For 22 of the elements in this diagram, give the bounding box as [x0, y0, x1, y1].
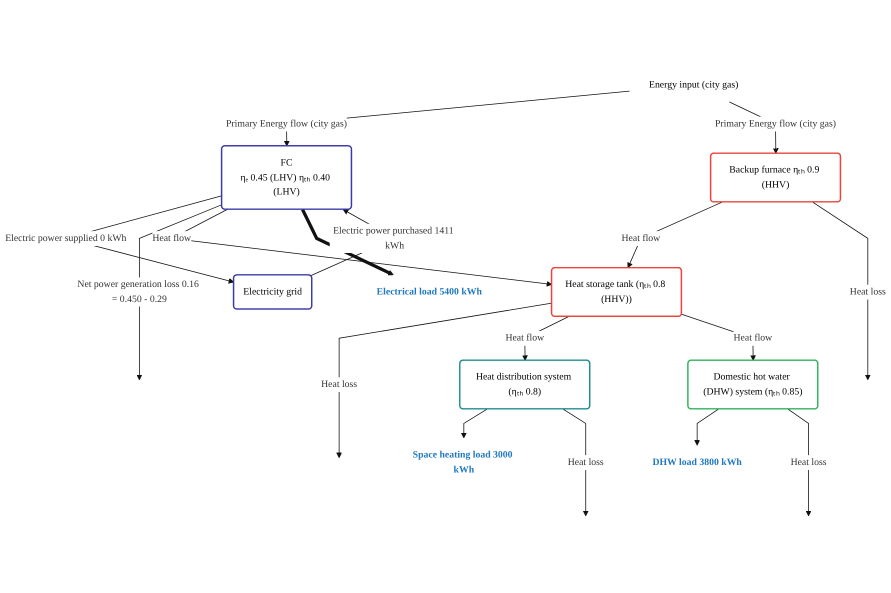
edge-label: Heat loss — [568, 457, 604, 468]
node-text: Electrical load 5400 kWh — [376, 286, 482, 297]
edge-label: Heat flow — [152, 233, 192, 244]
edge-label: Heat flow — [734, 332, 772, 344]
edge-label: Net power generation loss 0.16 = 0.450 - 0.29 — [77, 279, 199, 304]
arrow — [812, 202, 871, 380]
edge-label: Electric power purchased 1411 kWh — [333, 226, 454, 251]
arrow — [460, 408, 488, 438]
edge-label: Primary Energy flow (city gas) — [715, 118, 836, 129]
edge-label: Electric power supplied 0 kWh — [5, 233, 126, 244]
edge-label: Heat loss — [850, 286, 886, 297]
node-text: DHW load 3800 kWh — [652, 457, 742, 468]
edge-label: Heat flow — [505, 332, 544, 344]
arrow — [336, 302, 552, 458]
edge-label: Primary Energy flow (city gas) — [226, 118, 348, 129]
node-text: Energy input (city gas) — [648, 80, 738, 90]
edge-label: Heat flow — [622, 233, 660, 244]
edge-label: Heat loss — [790, 457, 827, 468]
edge-label: Heat loss — [321, 379, 358, 390]
arrow — [694, 408, 719, 446]
node-text: Space heating load 3000 kWh — [412, 450, 513, 475]
arrow — [136, 204, 222, 380]
